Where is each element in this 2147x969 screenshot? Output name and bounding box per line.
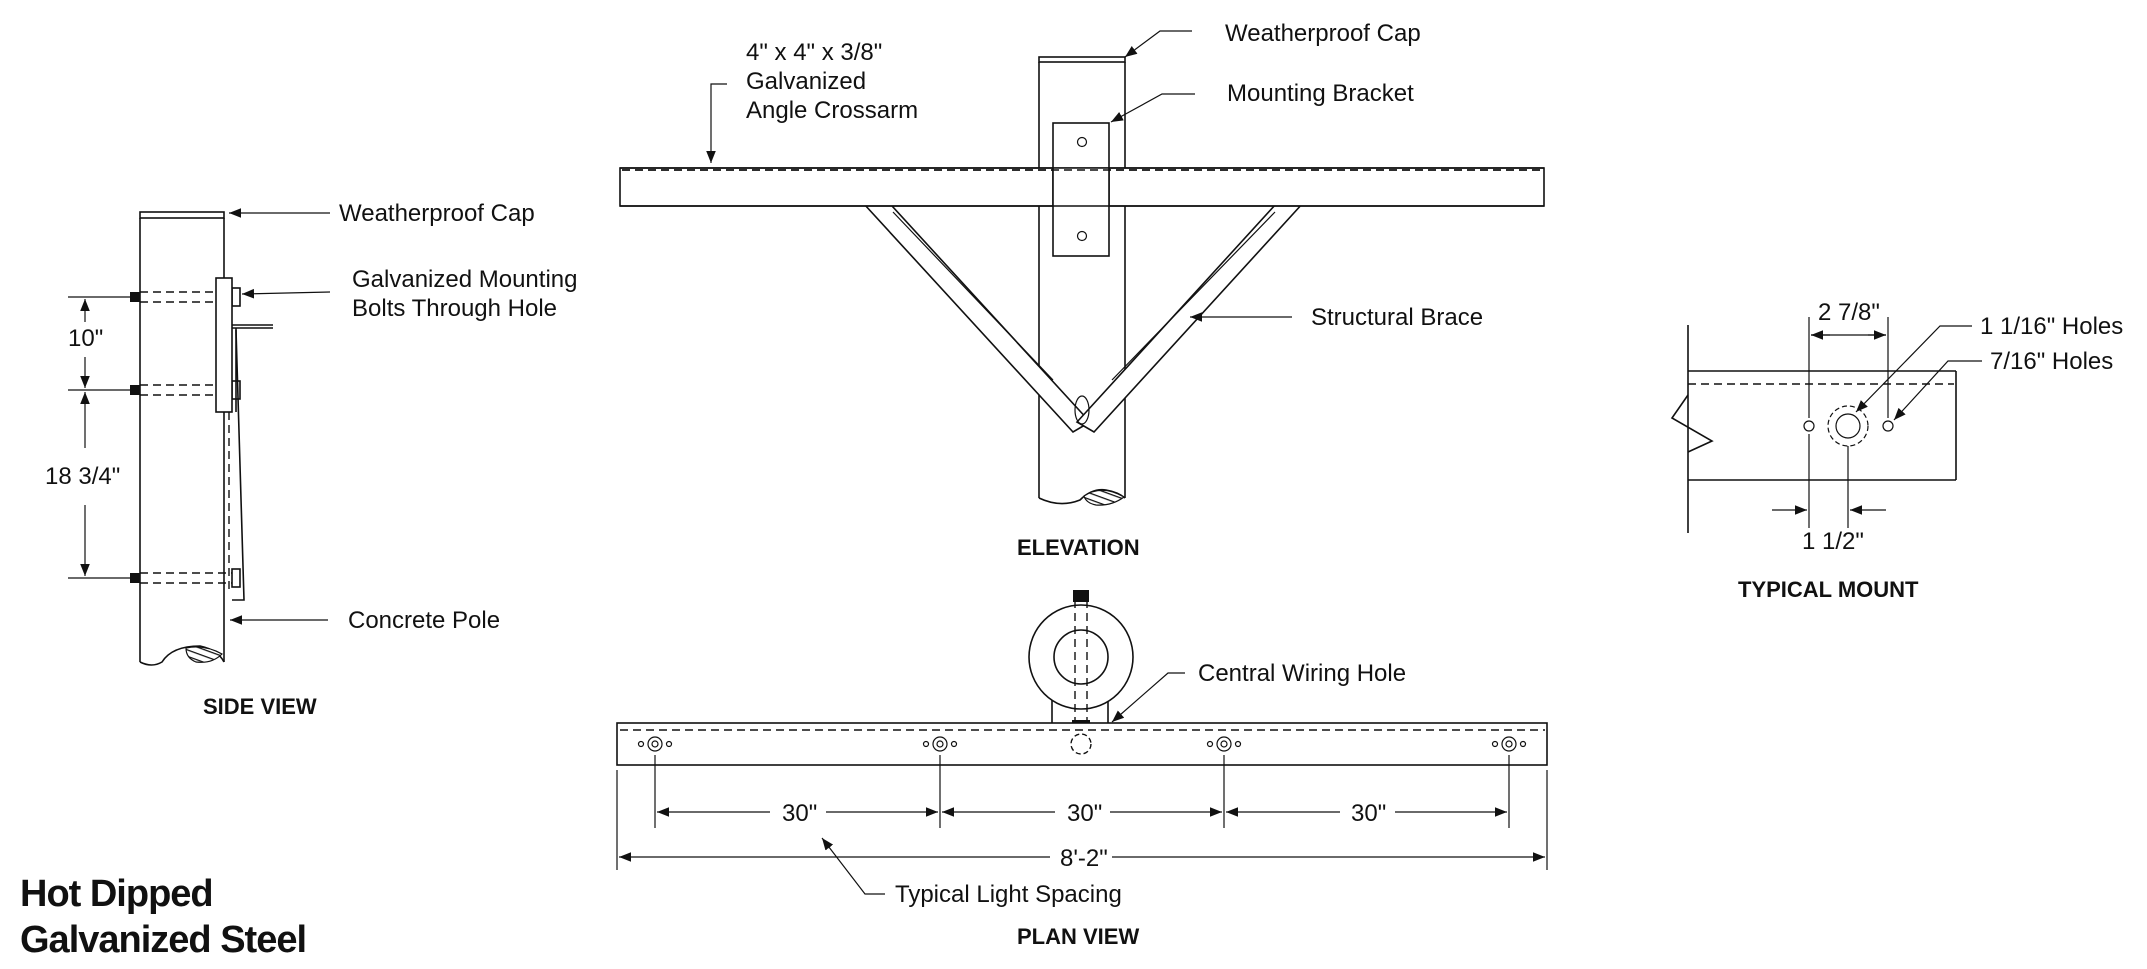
elevation-view: 4" x 4" x 3/8" Galvanized Angle Crossarm… bbox=[619, 20, 1545, 560]
material-line-2: Galvanized Steel bbox=[20, 919, 306, 961]
mount-large-holes-label: 1 1/16" Holes bbox=[1980, 313, 2123, 340]
mounting-bracket-label: Mounting Bracket bbox=[1227, 80, 1414, 107]
plan-view: 30" 30" 30" 8'-2" Central Wiring Hole Ty… bbox=[616, 590, 1548, 949]
light-mount-1 bbox=[637, 736, 673, 752]
typical-mount-view: 2 7/8" 1 1/2" 1 1/16" Holes 7/16" Holes … bbox=[1670, 299, 2123, 602]
crossarm-label-2: Galvanized bbox=[746, 68, 866, 95]
elevation-pole-break-hatch bbox=[1083, 489, 1126, 506]
structural-brace-label: Structural Brace bbox=[1311, 304, 1483, 331]
light-mount-2 bbox=[922, 736, 958, 752]
mount-small-holes-label: 7/16" Holes bbox=[1990, 348, 2113, 375]
elevation-weatherproof-cap-label: Weatherproof Cap bbox=[1225, 20, 1421, 47]
side-mounting-bolts-label-1: Galvanized Mounting bbox=[352, 266, 577, 293]
side-mounting-bolts-label-2: Bolts Through Hole bbox=[352, 295, 557, 322]
material-line-1: Hot Dipped bbox=[20, 873, 213, 915]
side-dim-18-3-4: 18 3/4" bbox=[45, 463, 120, 490]
side-weatherproof-cap-label: Weatherproof Cap bbox=[339, 200, 535, 227]
elevation-title: ELEVATION bbox=[1017, 535, 1140, 560]
side-weatherproof-cap bbox=[139, 211, 225, 219]
light-mount-3 bbox=[1206, 736, 1242, 752]
side-view: 10" 18 3/4" Weatherproof Cap Galvanized … bbox=[45, 200, 577, 719]
side-mounting-plate bbox=[215, 277, 233, 413]
plan-dimension-lines bbox=[619, 807, 1545, 862]
plan-dim-spacing-3: 30" bbox=[1351, 800, 1386, 827]
side-dim-10: 10" bbox=[68, 325, 103, 352]
plan-dim-spacing-1: 30" bbox=[782, 800, 817, 827]
side-dimension-lines bbox=[68, 296, 130, 579]
mount-large-hole bbox=[1835, 413, 1861, 439]
side-bolt-bottom bbox=[130, 568, 241, 588]
typical-light-spacing-label: Typical Light Spacing bbox=[895, 881, 1122, 908]
mount-dim-bottom: 1 1/2" bbox=[1802, 528, 1864, 555]
plan-view-title: PLAN VIEW bbox=[1017, 924, 1139, 949]
structural-brace-right bbox=[1075, 168, 1326, 434]
plan-dim-overall: 8'-2" bbox=[1060, 845, 1108, 872]
central-wiring-hole-label: Central Wiring Hole bbox=[1198, 660, 1406, 687]
elevation-weatherproof-cap bbox=[1038, 56, 1126, 63]
crossarm-label-1: 4" x 4" x 3/8" bbox=[746, 39, 882, 66]
mount-dimension-lines bbox=[1772, 330, 1886, 515]
mount-large-hole-outline bbox=[1827, 405, 1869, 447]
crossarm-label-3: Angle Crossarm bbox=[746, 97, 918, 124]
typical-mount-title: TYPICAL MOUNT bbox=[1738, 577, 1919, 602]
mount-dim-top: 2 7/8" bbox=[1818, 299, 1880, 326]
central-wiring-hole bbox=[1070, 733, 1092, 755]
side-view-title: SIDE VIEW bbox=[203, 694, 317, 719]
plan-dim-spacing-2: 30" bbox=[1067, 800, 1102, 827]
light-mount-4 bbox=[1491, 736, 1527, 752]
side-pole-break-hatch bbox=[185, 646, 223, 663]
side-concrete-pole-label: Concrete Pole bbox=[348, 607, 500, 634]
mount-small-hole-left bbox=[1803, 420, 1815, 432]
mount-small-hole-right bbox=[1882, 420, 1894, 432]
